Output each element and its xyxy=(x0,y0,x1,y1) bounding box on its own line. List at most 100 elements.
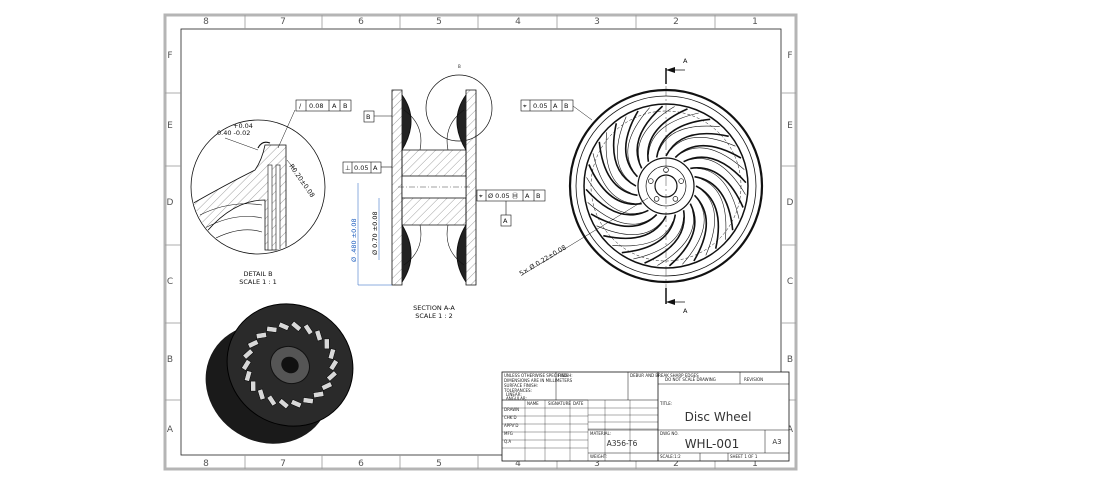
tb-note-3: SURFACE FINISH: xyxy=(504,383,538,388)
tb-sheet-label: SHEET 1 OF 1 xyxy=(730,454,758,459)
front-hole-callout: 5× Ø 0.22±0.08 xyxy=(518,243,568,277)
detail-title: DETAIL B xyxy=(243,270,272,278)
isometric-view xyxy=(205,303,354,444)
section-datum-b-label: B xyxy=(366,113,370,121)
tb-row-appvd: APPV'D xyxy=(504,423,518,428)
iso-slot-21 xyxy=(327,348,336,360)
section-perp-fcf: ⊥ 0.05 A xyxy=(342,161,392,174)
zone-row-right-E: E xyxy=(787,121,793,131)
iso-slot-17 xyxy=(290,320,302,332)
iso-slot-2 xyxy=(320,381,333,391)
zone-row-right-D: D xyxy=(787,198,794,208)
iso-slot-5 xyxy=(290,399,303,409)
spoke-edge-10 xyxy=(617,116,631,182)
iso-slot-8 xyxy=(257,388,266,401)
zone-row-left-F: F xyxy=(167,51,172,61)
tb-finish-label: FINISH: xyxy=(558,373,573,378)
sheet-border xyxy=(163,13,798,471)
spoke-14 xyxy=(655,118,711,158)
spoke-17 xyxy=(683,156,747,184)
spoke-edge-3 xyxy=(633,217,684,260)
detail-tol-plus: +0.04 xyxy=(233,122,253,130)
spoke-edge-16 xyxy=(680,147,745,170)
spoke-11 xyxy=(625,110,639,178)
detail-geometry xyxy=(192,141,287,251)
spoke-edge-18 xyxy=(697,168,740,219)
spoke-edge-9 xyxy=(605,132,631,194)
spoke-12 xyxy=(636,105,664,169)
spoke-5 xyxy=(603,215,667,240)
front-spokes xyxy=(585,105,747,267)
zone-row-left-A: A xyxy=(167,425,174,435)
bolt-hole-2 xyxy=(672,196,679,202)
zone-col-top-2: 2 xyxy=(673,17,679,27)
iso-slot-7 xyxy=(266,394,277,407)
tb-col-name: NAME xyxy=(527,401,539,406)
zone-row-left-C: C xyxy=(167,277,173,287)
spoke-8 xyxy=(588,164,642,205)
detail-tol-dim: 0.40 -0.02 xyxy=(217,129,250,137)
iso-slot-3 xyxy=(312,390,325,399)
zone-col-top-1: 1 xyxy=(752,17,758,27)
tb-note-4: TOLERANCES: xyxy=(503,388,532,393)
zone-row-right-F: F xyxy=(787,51,792,61)
zone-col-bottom-5: 5 xyxy=(436,459,442,469)
tb-row-qa: Q.A xyxy=(504,439,511,444)
section-datum-a-label: A xyxy=(503,217,508,225)
zone-col-bottom-1: 1 xyxy=(752,459,758,469)
spoke-edge-17 xyxy=(690,158,746,195)
iso-slot-18 xyxy=(303,323,314,336)
bolt-hole-3 xyxy=(653,196,660,202)
spoke-edge-1 xyxy=(682,200,705,265)
tb-note-6: ANGULAR: xyxy=(506,396,527,401)
zone-col-top-6: 6 xyxy=(358,17,364,27)
iso-slot-19 xyxy=(314,329,323,342)
drawing-number: WHL-001 xyxy=(685,437,740,451)
zone-col-top-7: 7 xyxy=(280,17,286,27)
spoke-edge-8 xyxy=(592,153,635,204)
spoke-3 xyxy=(644,210,685,264)
iso-slot-10 xyxy=(244,370,253,382)
bolt-hole-1 xyxy=(678,178,684,184)
part-name: Disc Wheel xyxy=(685,410,752,424)
iso-slot-12 xyxy=(242,348,254,360)
spoke-edge-11 xyxy=(627,107,650,172)
tb-row-mfg: MFG xyxy=(504,431,513,436)
front-fcf-symbol: ⌖ xyxy=(523,102,527,110)
section-datum-b: B xyxy=(363,110,392,123)
section-scale: SCALE 1 : 2 xyxy=(415,312,453,320)
tb-weight-label: WEIGHT: xyxy=(590,454,607,459)
zone-col-bottom-7: 7 xyxy=(280,459,286,469)
section-datum-a: A xyxy=(500,214,512,227)
detail-b-view: +0.04 0.40 -0.02 R0.20±0.08 / 0.08 A B D… xyxy=(190,99,352,286)
spoke-edge-6 xyxy=(587,202,652,225)
spoke-edge-19 xyxy=(701,178,727,240)
iso-slot-16 xyxy=(277,321,290,331)
tb-do-not-scale: DO NOT SCALE DRAWING xyxy=(665,377,716,382)
iso-slot-4 xyxy=(302,397,314,405)
tb-col-date: DATE xyxy=(573,401,584,406)
detail-fcf-value: 0.08 xyxy=(309,102,323,110)
detail-fcf-ref-b: B xyxy=(343,102,347,110)
spoke-19 xyxy=(694,175,734,231)
detail-fcf-ref-a: A xyxy=(332,102,337,110)
tb-deburr: DEBUR AND BREAK SHARP EDGES xyxy=(630,373,699,378)
tb-row-drawn: DRAWN xyxy=(504,407,519,412)
zone-col-bottom-4: 4 xyxy=(515,459,521,469)
detail-fcf-symbol: / xyxy=(299,102,302,110)
spoke-edge-15 xyxy=(670,137,736,151)
section-title: SECTION A-A xyxy=(413,304,455,312)
front-fcf-ref-b: B xyxy=(564,102,568,110)
iso-slot-13 xyxy=(247,339,260,349)
iso-slot-11 xyxy=(241,359,252,371)
zone-col-top-3: 3 xyxy=(594,17,600,27)
zone-col-bottom-8: 8 xyxy=(203,459,209,469)
zone-col-bottom-3: 3 xyxy=(594,459,600,469)
spoke-9 xyxy=(598,141,638,197)
tb-col-signature: SIGNATURE xyxy=(548,401,571,406)
section-perp-ref: A xyxy=(373,164,378,172)
zone-row-left-D: D xyxy=(167,198,174,208)
tb-scale-label: SCALE:1:2 xyxy=(660,454,681,459)
spoke-6 xyxy=(590,213,658,227)
zone-col-bottom-6: 6 xyxy=(358,459,364,469)
